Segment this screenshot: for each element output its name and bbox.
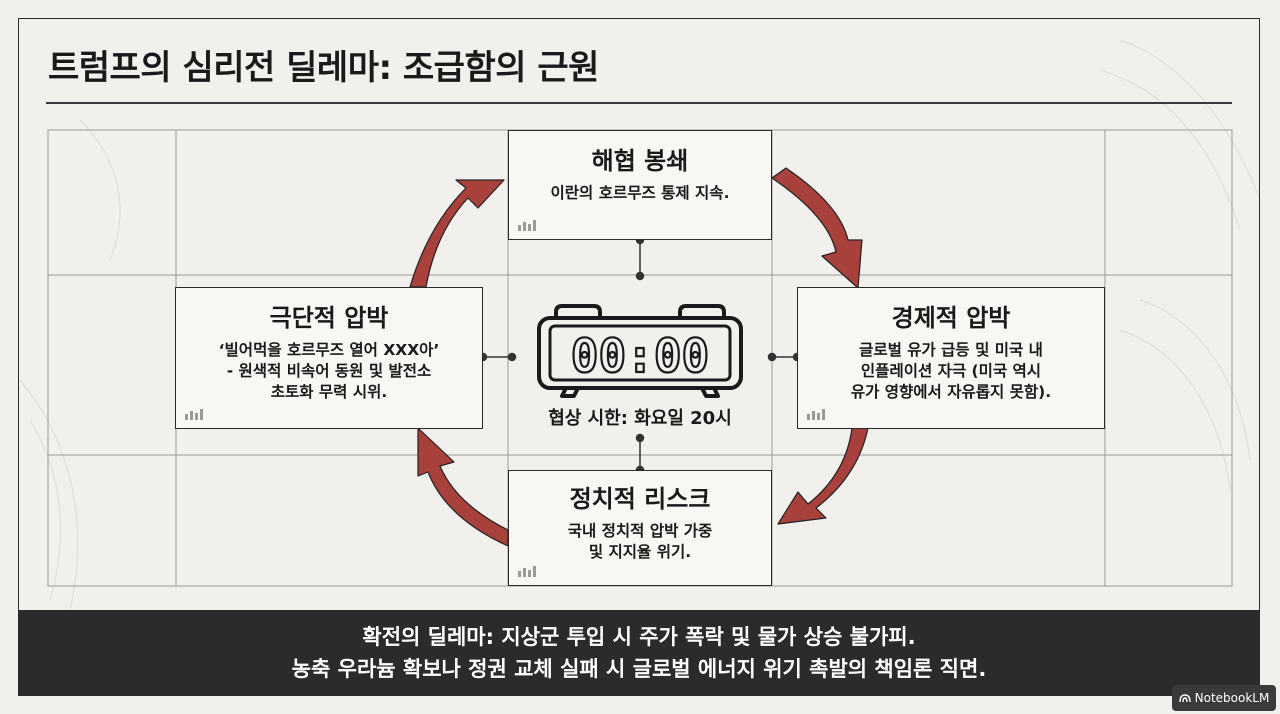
arrow-right-to-bottom xyxy=(777,427,869,525)
notebooklm-logo-icon xyxy=(1178,694,1191,703)
banner-line-2: 농축 우라늄 확보나 정권 교체 실패 시 글로벌 에너지 위기 촉발의 책임론… xyxy=(291,657,987,681)
node-line: 초토화 무력 시위. xyxy=(270,382,388,401)
node-line: 및 지지율 위기. xyxy=(588,542,692,561)
watermark-badge: NotebookLM xyxy=(1172,685,1276,711)
bar-chart-icon xyxy=(807,409,825,420)
banner-line-1: 확전의 딜레마: 지상군 투입 시 주가 폭락 및 물가 상승 불가피. xyxy=(362,625,916,649)
node-line: ‘빌어먹을 호르무즈 열어 XXX아’ xyxy=(218,340,440,359)
node-line: 인플레이션 자극 (미국 역시 xyxy=(860,361,1042,380)
bar-chart-icon xyxy=(518,566,536,577)
node-extreme-pressure: 극단적 압박 ‘빌어먹을 호르무즈 열어 XXX아’ - 원색적 비속어 동원 … xyxy=(175,287,483,429)
node-heading: 해협 봉쇄 xyxy=(591,147,689,175)
node-line: 유가 영향에서 자유롭지 못함). xyxy=(850,382,1052,401)
clock-display: 00:00 xyxy=(571,329,709,383)
node-political-risk: 정치적 리스크 국내 정치적 압박 가중 및 지지율 위기. xyxy=(508,470,772,586)
node-economic-pressure: 경제적 압박 글로벌 유가 급등 및 미국 내 인플레이션 자극 (미국 역시 … xyxy=(797,287,1105,429)
node-heading: 극단적 압박 xyxy=(269,304,389,332)
bar-chart-icon xyxy=(185,409,203,420)
bar-chart-icon xyxy=(518,220,536,231)
node-description: ‘빌어먹을 호르무즈 열어 XXX아’ - 원색적 비속어 동원 및 발전소 초… xyxy=(176,340,482,403)
node-description: 국내 정치적 압박 가중 및 지지율 위기. xyxy=(509,521,771,563)
node-line: 국내 정치적 압박 가중 xyxy=(567,521,713,540)
watermark-text: NotebookLM xyxy=(1194,691,1270,705)
node-description: 글로벌 유가 급등 및 미국 내 인플레이션 자극 (미국 역시 유가 영향에서… xyxy=(798,340,1104,403)
arrow-left-to-top xyxy=(409,179,505,288)
node-line: - 원색적 비속어 동원 및 발전소 xyxy=(226,361,432,380)
node-line: 이란의 호르무즈 통제 지속. xyxy=(550,183,730,202)
node-description: 이란의 호르무즈 통제 지속. xyxy=(509,183,771,204)
summary-banner: 확전의 딜레마: 지상군 투입 시 주가 폭락 및 물가 상승 불가피. 농축 … xyxy=(18,610,1260,696)
node-heading: 정치적 리스크 xyxy=(569,485,711,513)
node-line: 글로벌 유가 급등 및 미국 내 xyxy=(859,340,1043,359)
node-strait-blockade: 해협 봉쇄 이란의 호르무즈 통제 지속. xyxy=(508,130,772,240)
title-divider xyxy=(46,102,1232,104)
deadline-label: 협상 시한: 화요일 20시 xyxy=(548,408,732,429)
page-title: 트럼프의 심리전 딜레마: 조급함의 근원 xyxy=(48,48,599,88)
node-heading: 경제적 압박 xyxy=(891,304,1011,332)
